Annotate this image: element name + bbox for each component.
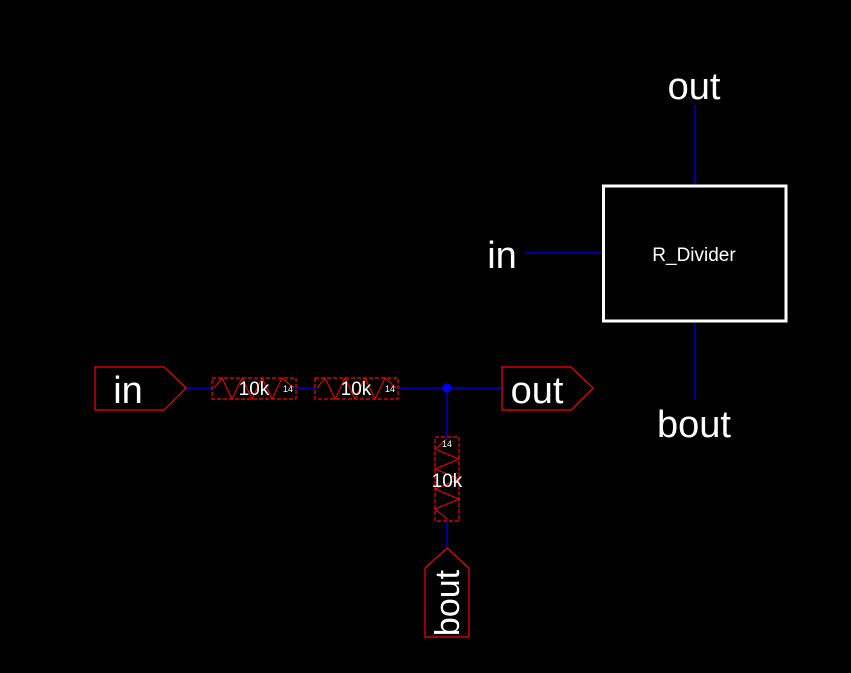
resistor-r3[interactable]: 10k 14	[432, 436, 463, 522]
symbol-pin-out-label: out	[668, 66, 721, 108]
symbol-box	[602, 184, 788, 323]
resistor-r3-pin-label: 14	[442, 439, 452, 449]
symbol-pin-bout-label: bout	[657, 404, 731, 446]
port-bout[interactable]: bout	[424, 547, 470, 638]
symbol-pin-in-label: in	[487, 235, 517, 277]
wires	[186, 387, 502, 548]
resistor-r1[interactable]: 10k 14	[211, 376, 297, 401]
resistor-r1-zigzag	[213, 376, 295, 401]
junction-dot	[442, 383, 452, 393]
port-in-label: in	[113, 370, 143, 412]
resistor-r2[interactable]: 10k 14	[314, 376, 399, 401]
symbol-name: R_Divider	[652, 245, 736, 266]
port-bout-label: bout	[429, 569, 467, 636]
r-divider-symbol[interactable]: R_Divider out in bout	[487, 66, 788, 446]
resistor-r2-body	[314, 377, 399, 400]
resistor-r1-value: 10k	[239, 379, 270, 400]
resistor-r2-pin-label: 14	[385, 384, 395, 394]
resistor-r1-pin-label: 14	[283, 384, 293, 394]
port-in[interactable]: in	[94, 366, 187, 412]
resistor-r3-zigzag	[433, 438, 461, 520]
port-in-shape	[94, 366, 187, 411]
port-out-label: out	[511, 370, 564, 412]
resistor-r1-body	[211, 377, 297, 400]
port-out-shape	[501, 366, 594, 411]
resistor-r2-zigzag	[316, 376, 397, 401]
port-out[interactable]: out	[501, 366, 594, 412]
resistor-r2-value: 10k	[341, 379, 372, 400]
resistor-r3-value: 10k	[432, 471, 463, 492]
port-bout-shape	[424, 547, 470, 638]
